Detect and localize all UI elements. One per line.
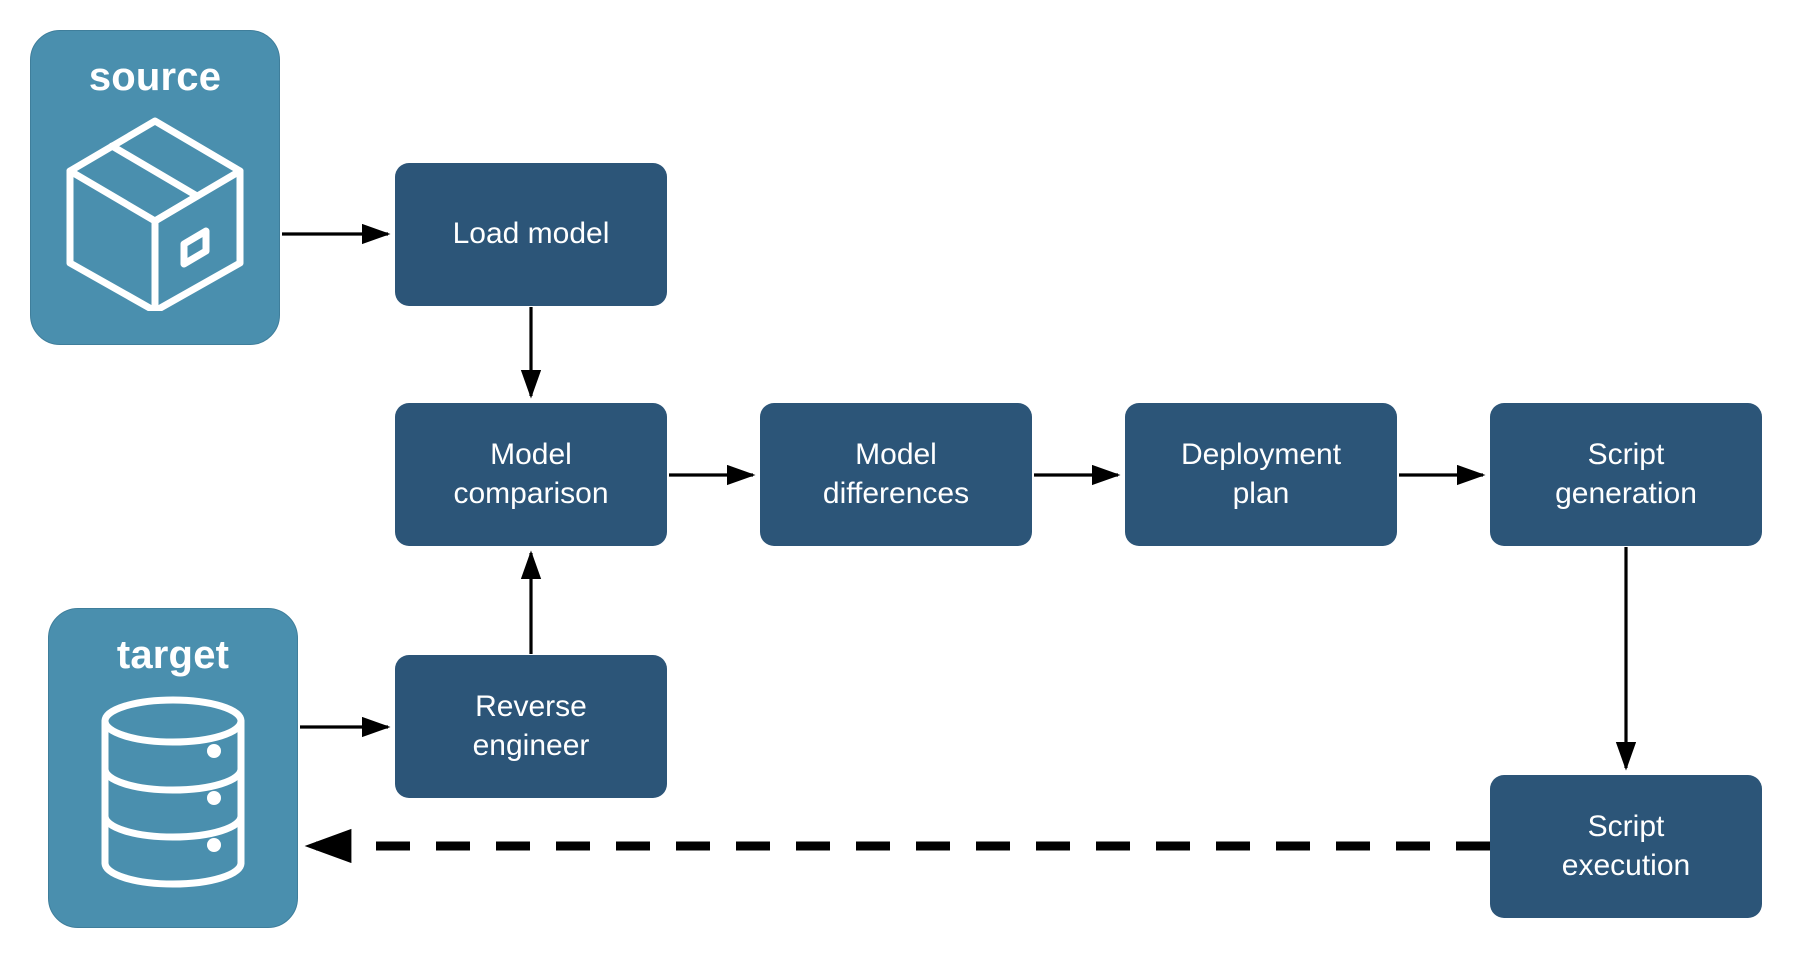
database-cylinder-icon — [93, 693, 253, 898]
endpoint-source[interactable]: source — [30, 30, 280, 345]
node-model-differences[interactable]: Model differences — [760, 403, 1032, 546]
node-load-model[interactable]: Load model — [395, 163, 667, 306]
node-reverse-engineer[interactable]: Reverse engineer — [395, 655, 667, 798]
endpoint-target-label: target — [116, 633, 230, 677]
node-model-comparison[interactable]: Model comparison — [395, 403, 667, 546]
endpoint-target[interactable]: target — [48, 608, 298, 928]
package-box-icon — [60, 111, 250, 316]
node-deployment-plan[interactable]: Deployment plan — [1125, 403, 1397, 546]
endpoint-source-label: source — [88, 55, 222, 99]
node-script-execution[interactable]: Script execution — [1490, 775, 1762, 918]
node-script-generation[interactable]: Script generation — [1490, 403, 1762, 546]
